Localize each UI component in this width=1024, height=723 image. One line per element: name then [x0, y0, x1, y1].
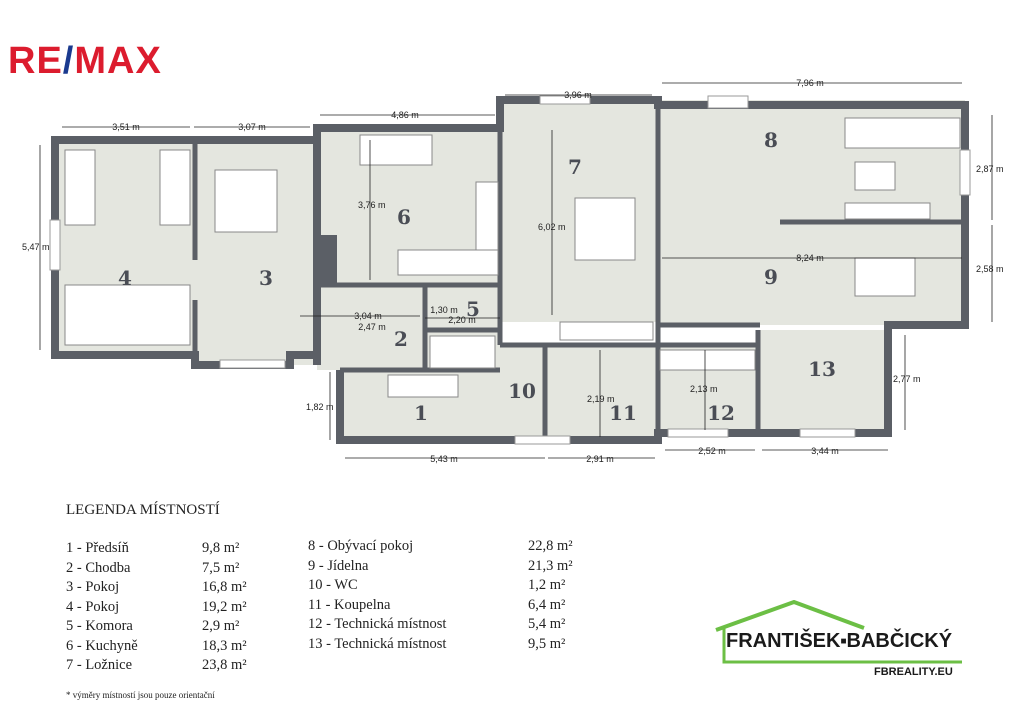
legend-room-area: 22,8 m²: [528, 538, 573, 554]
legend-room-area: 5,4 m²: [528, 616, 566, 632]
dim-label: 3,51 m: [112, 122, 140, 132]
walls: [51, 96, 969, 444]
legend-room-name: 12 - Technická místnost: [308, 616, 447, 632]
dim-label: 5,43 m: [430, 454, 458, 464]
floor-plan: 3,51 m 3,07 m 4,86 m 3,96 m 7,96 m 5,47 …: [22, 78, 1004, 464]
dim-label: 2,52 m: [698, 446, 726, 456]
room-legend: LEGENDA MÍSTNOSTÍ 1 - Předsíň 9,8 m² 2 - C…: [66, 502, 573, 673]
floors: [55, 100, 965, 442]
dim-label: 3,96 m: [564, 90, 592, 100]
legend-room-name: 4 - Pokoj: [66, 598, 120, 615]
legend-room-name: 10 - WC: [308, 577, 358, 593]
room-number: 4: [118, 266, 132, 290]
room-number: 8: [764, 128, 778, 152]
dim-label: 2,20 m: [448, 315, 476, 325]
dim-label: 6,02 m: [538, 222, 566, 232]
dimension-lines: [39, 82, 993, 459]
dim-label: 2,91 m: [586, 454, 614, 464]
legend-room-name: 3 - Pokoj: [66, 579, 120, 595]
dim-label: 3,44 m: [811, 446, 839, 456]
legend-room-area: 6,4 m²: [528, 596, 566, 613]
remax-logo: RE/MAX: [8, 40, 162, 82]
dim-label: 8,24 m: [796, 253, 824, 263]
room-number: 3: [259, 266, 273, 290]
dim-label: 4,86 m: [391, 110, 419, 120]
legend-note: * výměry místností jsou pouze orientační: [66, 690, 215, 700]
room-number: 7: [568, 155, 582, 179]
legend-room-area: 7,5 m²: [202, 559, 240, 576]
legend-room-name: 13 - Technická místnost: [308, 635, 447, 652]
legend-room-name: 8 - Obývací pokoj: [308, 538, 414, 554]
legend-room-area: 1,2 m²: [528, 577, 566, 593]
house-roof-icon: [715, 600, 962, 664]
dim-label: 7,96 m: [796, 78, 824, 88]
legend-room-name: 6 - Kuchyně: [66, 637, 138, 654]
furniture: [64, 117, 961, 398]
dimension-labels: 3,51 m 3,07 m 4,86 m 3,96 m 7,96 m 5,47 …: [22, 78, 1004, 464]
dim-label: 2,19 m: [587, 394, 615, 404]
legend-title: LEGENDA MÍSTNOSTÍ: [66, 502, 220, 518]
dim-label: 2,77 m: [893, 374, 921, 384]
room-number: 10: [508, 379, 536, 403]
agent-logo: FRANTIŠEK■BABČICKÝ FBREALITY.EU: [714, 600, 974, 690]
legend-room-name: 11 - Koupelna: [308, 596, 391, 613]
legend-room-name: 7 - Ložnice: [66, 657, 133, 673]
legend-room-area: 2,9 m²: [202, 618, 240, 634]
room-numbers: 1 2 3 4 5 6 7 8 9 10 11 12 13: [118, 128, 836, 425]
legend-room-area: 18,3 m²: [202, 637, 247, 654]
legend-room-name: 1 - Předsíň: [66, 540, 129, 556]
dim-label: 2,13 m: [690, 384, 718, 394]
legend-room-name: 5 - Komora: [66, 618, 133, 634]
windows: [49, 95, 971, 445]
legend-room-area: 23,8 m²: [202, 657, 247, 673]
dim-label: 3,76 m: [358, 200, 386, 210]
room-number: 2: [394, 327, 408, 351]
room-number: 13: [808, 357, 836, 381]
room-number: 9: [764, 265, 778, 289]
dim-label: 2,58 m: [976, 264, 1004, 274]
dim-label: 3,07 m: [238, 122, 266, 132]
dim-label: 5,47 m: [22, 242, 50, 252]
legend-room-area: 9,8 m²: [202, 540, 240, 556]
room-number: 11: [609, 401, 637, 425]
dim-label: 1,82 m: [306, 402, 334, 412]
legend-room-area: 9,5 m²: [528, 635, 566, 652]
legend-room-name: 2 - Chodba: [66, 559, 131, 576]
room-number: 1: [414, 401, 428, 425]
room-number: 12: [707, 401, 735, 425]
dim-label: 1,30 m: [430, 305, 458, 315]
legend-room-area: 16,8 m²: [202, 579, 247, 595]
dim-label: 2,47 m: [358, 322, 386, 332]
room-number: 6: [397, 205, 411, 229]
agent-url: FBREALITY.EU: [874, 666, 953, 678]
legend-room-name: 9 - Jídelna: [308, 557, 369, 574]
legend-room-area: 19,2 m²: [202, 598, 247, 615]
dim-label: 3,04 m: [354, 311, 382, 321]
dim-label: 2,87 m: [976, 164, 1004, 174]
legend-room-area: 21,3 m²: [528, 557, 573, 574]
room-number: 5: [466, 297, 480, 321]
